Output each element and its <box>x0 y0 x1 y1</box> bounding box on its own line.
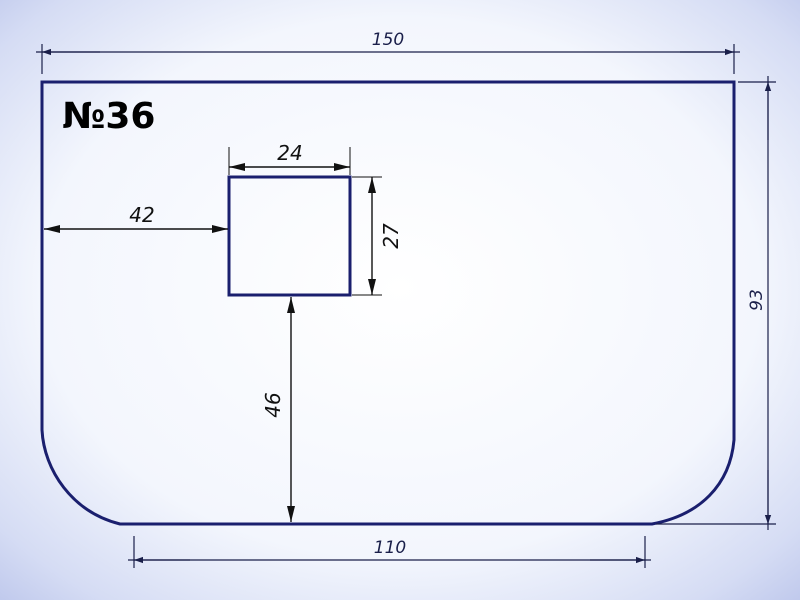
square-cutout <box>227 175 352 297</box>
dimension-bottom-offset: 46 <box>261 297 295 522</box>
dimension-label-46: 46 <box>261 392 285 417</box>
dimension-left-offset: 42 <box>44 203 228 233</box>
dimension-overall-width: 150 <box>36 30 740 74</box>
dimension-bottom-width: 110 <box>128 536 651 568</box>
dimension-label-150: 150 <box>372 30 404 50</box>
dimension-cutout-width: 24 <box>228 141 351 175</box>
part-number-title: №36 <box>62 96 155 137</box>
dimension-label-24: 24 <box>277 141 302 165</box>
dimension-label-27: 27 <box>379 223 403 249</box>
dimension-cutout-height: 27 <box>352 176 403 296</box>
dimension-label-110: 110 <box>374 538 406 558</box>
dimension-label-93: 93 <box>747 289 767 311</box>
dimension-label-42: 42 <box>129 203 154 227</box>
dimension-overall-height: 93 <box>656 76 776 530</box>
part-outline <box>40 80 736 526</box>
